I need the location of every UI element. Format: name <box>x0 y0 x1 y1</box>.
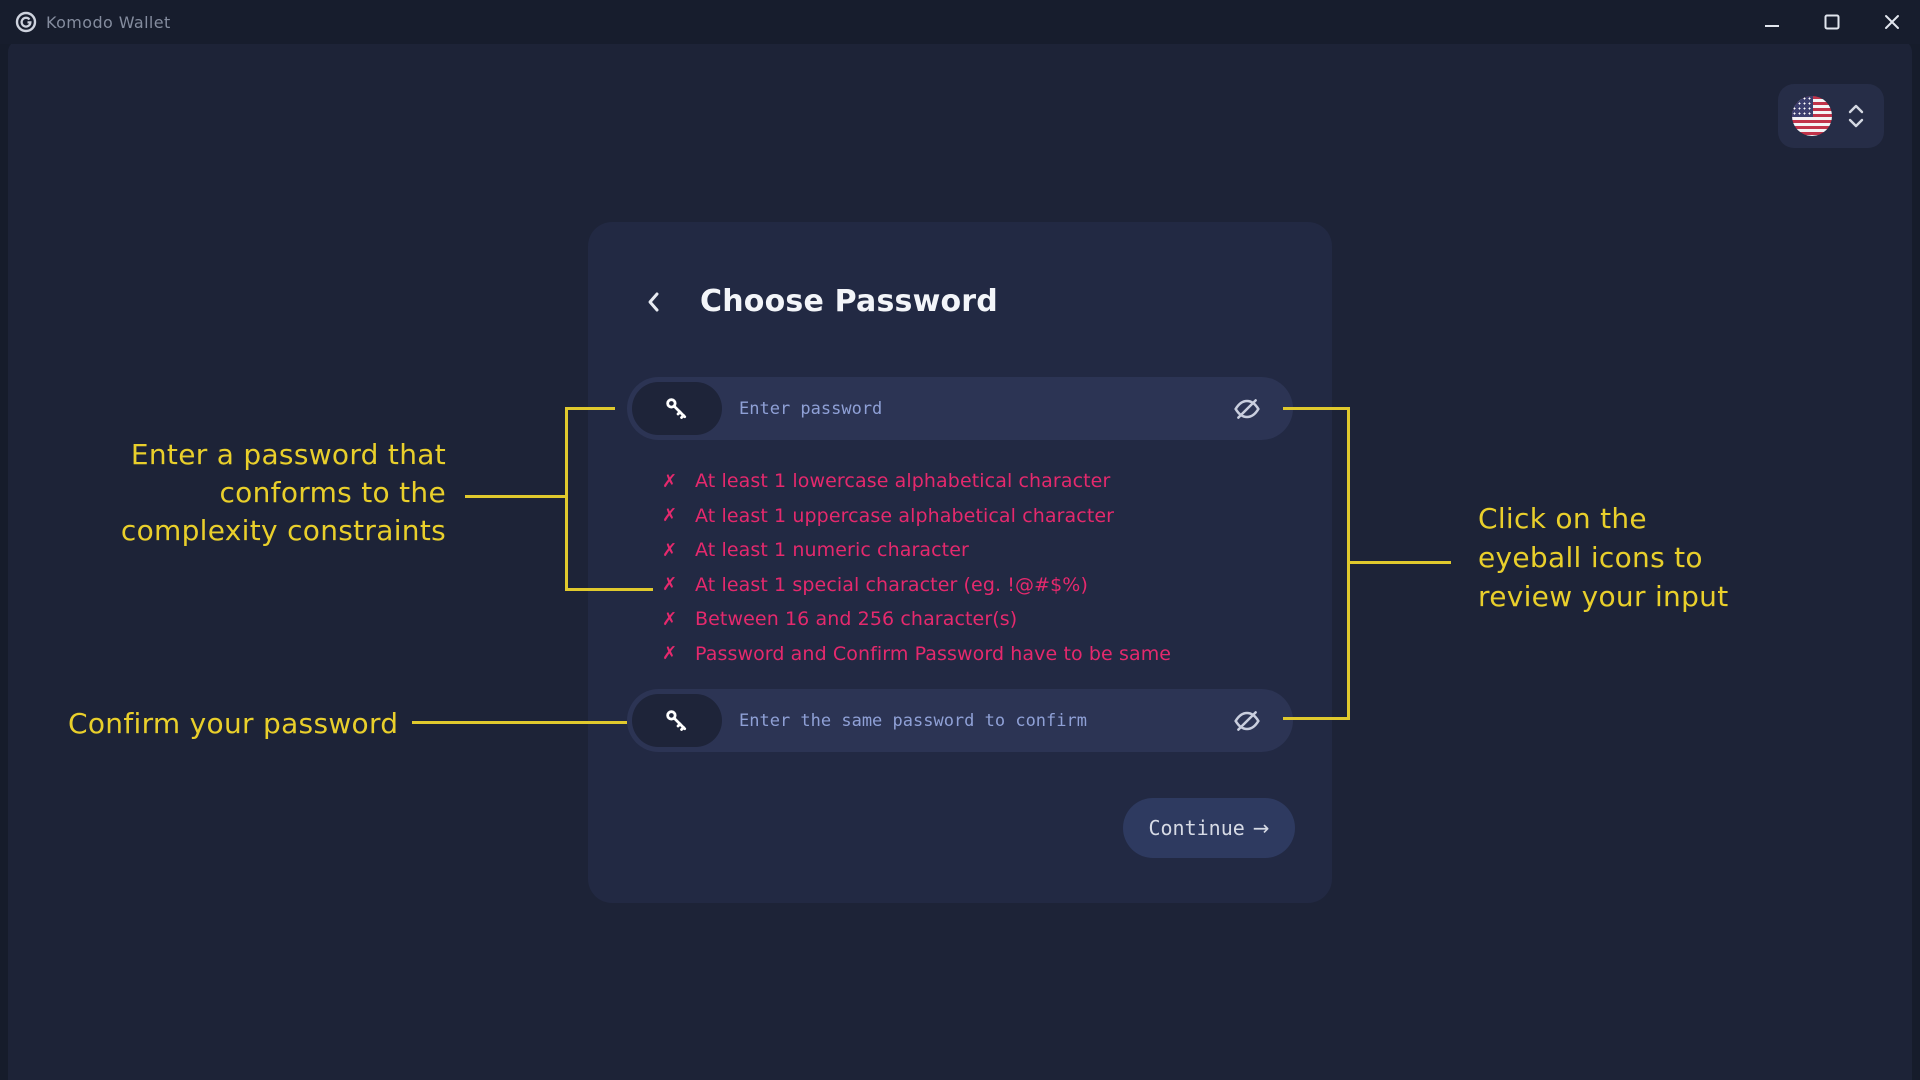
key-icon <box>632 694 722 747</box>
titlebar: Komodo Wallet <box>0 0 1920 44</box>
connector-line <box>565 407 568 591</box>
connector-line <box>412 721 627 724</box>
chevron-up-down-icon <box>1846 102 1866 130</box>
password-requirement: ✗ Between 16 and 256 character(s) <box>662 608 1018 631</box>
cross-icon: ✗ <box>662 539 678 561</box>
connector-line <box>565 588 653 591</box>
choose-password-card <box>588 222 1332 903</box>
password-input-container <box>627 377 1293 440</box>
arrow-right-icon: → <box>1252 816 1270 840</box>
password-requirement: ✗ At least 1 lowercase alphabetical char… <box>662 470 1111 493</box>
cross-icon: ✗ <box>662 505 678 527</box>
confirm-password-input-container <box>627 689 1293 752</box>
annotation-confirm-password: Confirm your password <box>68 707 399 740</box>
annotation-eyeball-icons: Click on the eyeball icons to review you… <box>1478 502 1729 613</box>
us-flag-icon <box>1792 96 1832 136</box>
connector-line <box>565 407 615 410</box>
connector-line <box>1283 407 1350 410</box>
back-button[interactable] <box>638 287 670 317</box>
minimize-button[interactable] <box>1750 4 1794 40</box>
eye-off-icon <box>1234 711 1260 731</box>
password-requirement: ✗ Password and Confirm Password have to … <box>662 642 1172 665</box>
connector-line <box>1347 561 1451 564</box>
maximize-button[interactable] <box>1810 4 1854 40</box>
app-title: Komodo Wallet <box>46 13 171 32</box>
cross-icon: ✗ <box>662 574 678 596</box>
close-button[interactable] <box>1870 4 1914 40</box>
eye-off-icon <box>1234 399 1260 419</box>
connector-line <box>465 495 567 498</box>
continue-button[interactable]: Continue → <box>1123 798 1295 858</box>
password-requirement: ✗ At least 1 numeric character <box>662 539 969 562</box>
cross-icon: ✗ <box>662 608 678 630</box>
language-selector[interactable] <box>1778 84 1884 148</box>
password-requirement: ✗ At least 1 uppercase alphabetical char… <box>662 504 1115 527</box>
password-requirement: ✗ At least 1 special character (eg. !@#$… <box>662 573 1088 596</box>
password-input[interactable] <box>739 377 1199 440</box>
page-title: Choose Password <box>700 284 998 319</box>
key-icon <box>632 382 722 435</box>
confirm-password-input[interactable] <box>739 689 1199 752</box>
cross-icon: ✗ <box>662 470 678 492</box>
connector-line <box>1283 717 1350 720</box>
confirm-visibility-toggle[interactable] <box>1229 703 1265 739</box>
password-requirements: ✗ At least 1 lowercase alphabetical char… <box>662 464 1171 671</box>
annotation-password-constraints: Enter a password that conforms to the co… <box>120 438 446 547</box>
password-visibility-toggle[interactable] <box>1229 391 1265 427</box>
cross-icon: ✗ <box>662 643 678 665</box>
komodo-logo-icon <box>14 10 38 34</box>
